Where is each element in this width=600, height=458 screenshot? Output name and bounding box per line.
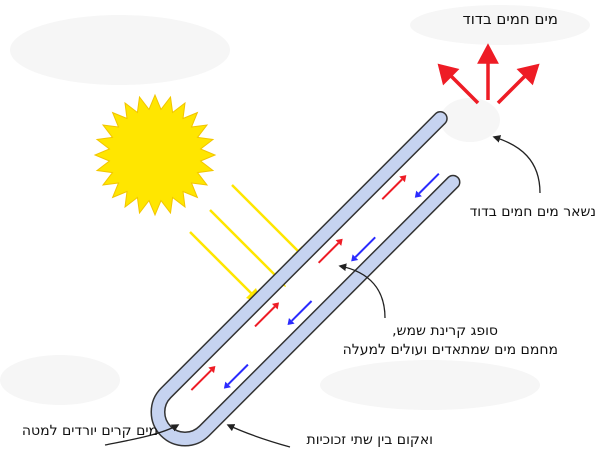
- hot-flow-arrow: [381, 178, 403, 200]
- steam-arrows: [437, 43, 540, 105]
- label-remaining-hot-water: נשאר מים חמים בדוד: [469, 204, 596, 220]
- hot-flow-arrow-head: [335, 238, 343, 246]
- sun-ray: [231, 184, 303, 256]
- cold-flow-arrow: [291, 300, 313, 322]
- label-absorbs-line1: סופג קרינת שמש,: [392, 323, 498, 339]
- hot-flow-arrow-head: [208, 366, 216, 374]
- sun-ray: [209, 209, 281, 281]
- label-hot-water-in-tank: מים חמים בדוד: [462, 10, 558, 28]
- cold-flow-arrow-head: [223, 381, 231, 389]
- label-absorbs-line2: מחמם מים שמתאדים ועולים למעלה: [342, 342, 558, 358]
- label-cold-water-down: מים קרים יורדים למטה: [21, 423, 158, 439]
- hot-flow-arrow-head: [271, 302, 280, 310]
- hot-flow-arrow: [317, 242, 340, 264]
- flow-arrows: [190, 172, 440, 391]
- background-blobs: [0, 5, 590, 410]
- sun-icon: [93, 93, 217, 217]
- cold-flow-arrow: [354, 236, 376, 258]
- pointer-arrows: [104, 135, 541, 448]
- cold-flow-arrow: [418, 172, 440, 195]
- label-vacuum: ואקום בין שתי זכוכיות: [306, 432, 433, 448]
- sun-rays: [189, 184, 303, 298]
- hot-flow-arrow: [254, 305, 276, 328]
- hot-flow-arrow: [190, 369, 212, 391]
- cold-flow-arrow-head: [414, 190, 422, 198]
- cold-flow-arrow-head: [287, 317, 295, 326]
- cold-flow-arrow-head: [351, 254, 359, 262]
- cold-flow-arrow: [227, 363, 249, 386]
- hot-flow-arrow-head: [399, 175, 407, 183]
- sun-ray: [189, 231, 256, 298]
